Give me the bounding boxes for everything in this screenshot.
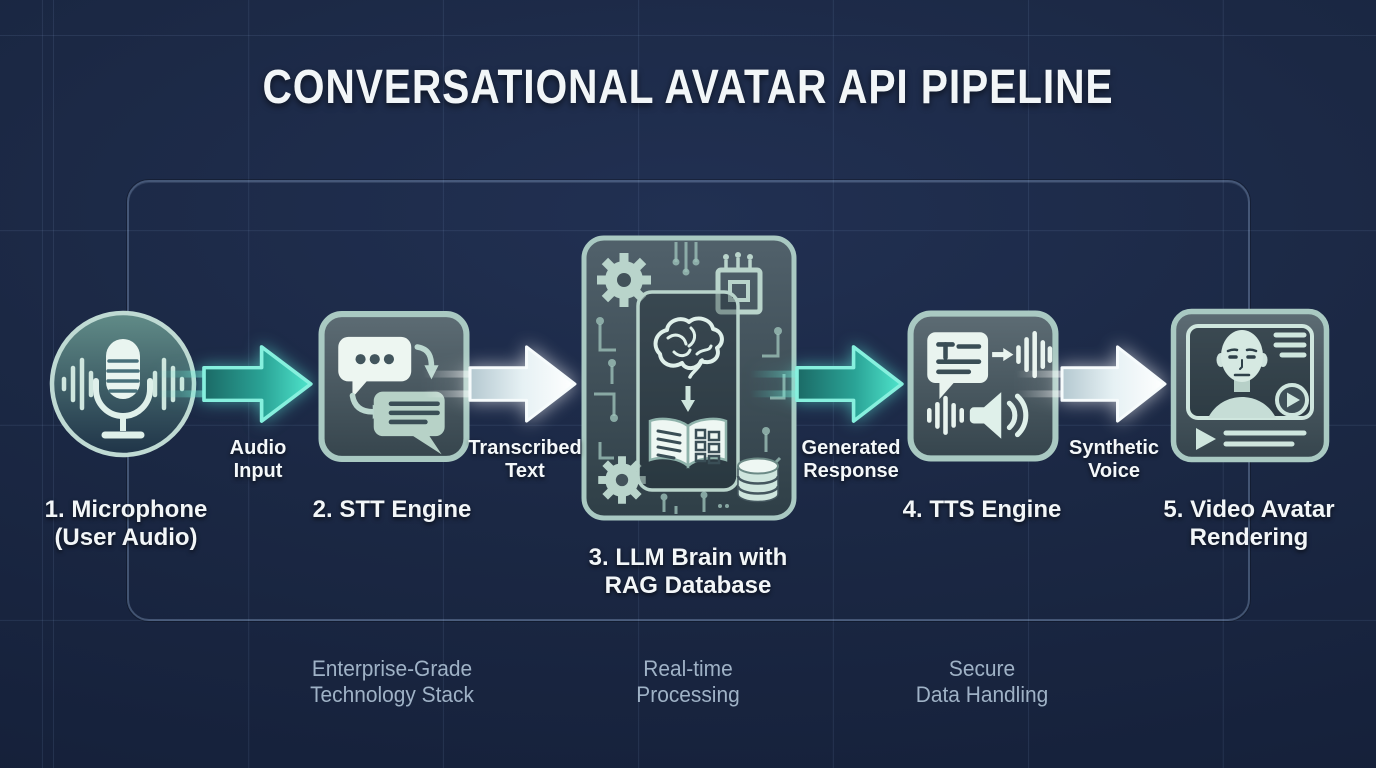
llm-brain-rag-icon: [581, 235, 797, 521]
play-button-icon: [1275, 383, 1309, 417]
arrow-label-synthetic-voice: Synthetic Voice: [1068, 437, 1160, 482]
circuit-traces: [594, 242, 786, 514]
speaker-icon: [969, 392, 1029, 439]
text-to-speech-icon: [907, 310, 1059, 462]
microphone-icon: [49, 310, 197, 458]
footnote-realtime: Real-time Processing: [636, 656, 740, 707]
stage-label-stt-engine: 2. STT Engine: [312, 496, 472, 523]
stage-label-llm-brain: 3. LLM Brain with RAG Database: [588, 544, 788, 599]
footnote-secure: Secure Data Handling: [915, 656, 1049, 707]
flow-arrow-generated-response: [749, 345, 904, 423]
avatar-face-icon: [1208, 330, 1276, 418]
stage-label-microphone: 1. Microphone (User Audio): [44, 496, 208, 551]
stage-label-video-avatar: 5. Video Avatar Rendering: [1163, 496, 1335, 551]
flow-arrow-audio-input: [155, 345, 313, 423]
gear-icon: [597, 253, 651, 504]
circuit-dots: [596, 258, 782, 508]
flow-arrow-synthetic-voice: [1015, 345, 1167, 423]
progress-bar: [1196, 428, 1307, 450]
text-bubble-icon: [927, 332, 989, 400]
arrow-label-generated-response: Generated Response: [801, 437, 901, 482]
brain-icon: [653, 316, 724, 379]
caption-lines: [1273, 332, 1307, 358]
arrow-label-transcribed-text: Transcribed Text: [468, 437, 582, 482]
video-player-icon: [1170, 308, 1330, 463]
open-book-icon: [648, 417, 728, 469]
arrow-label-audio-input: Audio Input: [229, 437, 287, 482]
stage-label-tts-engine: 4. TTS Engine: [902, 496, 1062, 523]
waveform-icon: [927, 331, 1053, 435]
flow-arrow-transcribed-text: [422, 345, 577, 423]
down-arrow-icon: [681, 386, 695, 412]
arrow-right-icon: [992, 348, 1014, 362]
database-icon: [736, 457, 780, 503]
speech-bubble-dots-icon: [338, 336, 412, 398]
speech-exchange-icon: [318, 311, 470, 462]
page-title: CONVERSATIONAL AVATAR API PIPELINE: [262, 61, 1114, 114]
footnote-enterprise: Enterprise-Grade Technology Stack: [310, 656, 474, 707]
